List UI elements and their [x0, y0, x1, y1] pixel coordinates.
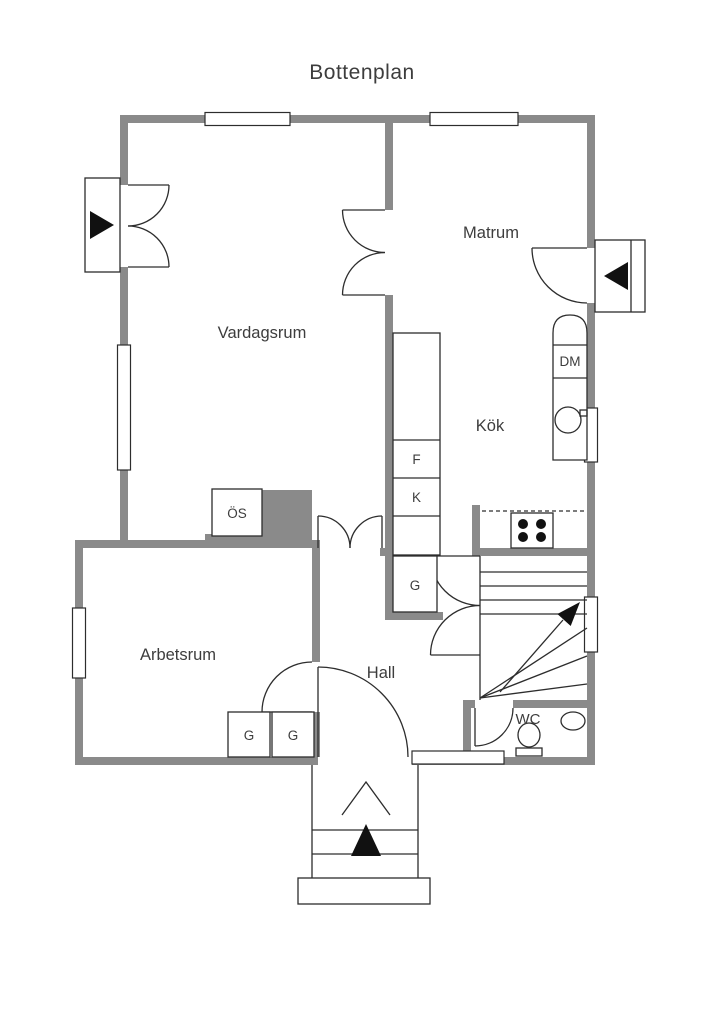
entry-porch [297, 765, 431, 905]
entry-chevron-icon [341, 780, 391, 816]
fridge-label: K [412, 490, 421, 505]
dishwasher-label: DM [560, 354, 581, 369]
opening-right-side-door [586, 248, 596, 303]
wall-vardagsrum-kok [385, 295, 393, 620]
fireplace-group: ÖS [205, 488, 312, 548]
right-entrance-arrow-icon [604, 262, 628, 290]
wall-hall-vardagsrum-right [380, 548, 393, 556]
porch-step [297, 877, 431, 905]
closet-hall-label: G [410, 578, 421, 593]
double-door-hall-vardagsrum-icon [317, 515, 383, 549]
plan-title: Bottenplan [309, 61, 414, 84]
window-left-arbetsrum [71, 607, 87, 679]
opening-left-french-door [119, 185, 129, 267]
closet-right-label: G [288, 728, 299, 743]
entry-arrow-icon [351, 824, 381, 856]
outer-walls [75, 115, 595, 765]
stairs [479, 556, 588, 700]
kitchen-counter [392, 332, 441, 556]
wall-left-main [120, 115, 128, 548]
wall-kok-bottom [472, 548, 595, 556]
right-landing [594, 239, 646, 313]
door-arbetsrum-icon [261, 661, 313, 713]
wall-wc-top-right [513, 700, 595, 708]
wall-closet-stub [385, 612, 443, 620]
freezer-label: F [412, 452, 420, 467]
double-door-stairs-icon [429, 555, 481, 656]
window-left-vardagsrum [116, 344, 132, 471]
kitchen-fixtures: F K DM G [392, 314, 588, 613]
room-label-wc: WC [516, 711, 541, 728]
window-bottom-hall [411, 750, 505, 765]
window-right-stair [583, 596, 599, 653]
closet-left-label: G [244, 728, 255, 743]
arbetsrum-closets: G G [227, 711, 315, 758]
room-label-arbetsrum: Arbetsrum [140, 646, 216, 664]
door-matrum-entrance-icon [531, 247, 588, 304]
wall-wc-left [463, 700, 471, 757]
wall-vardagsrum-matrum-upper [385, 123, 393, 210]
windows [71, 111, 599, 765]
wc-fixtures [515, 711, 586, 757]
room-label-kok: Kök [476, 417, 505, 435]
window-top-vardagsrum [204, 111, 291, 127]
toilet-icon [515, 722, 543, 757]
closet-left [227, 711, 271, 758]
room-label-matrum: Matrum [463, 224, 519, 242]
window-top-matrum [429, 111, 519, 127]
french-door-left-icon [127, 184, 170, 268]
wall-kok-stub [472, 505, 480, 556]
left-landing [84, 177, 121, 273]
wall-top [120, 115, 595, 123]
dishwasher-unit: DM [552, 314, 588, 461]
room-label-hall: Hall [367, 664, 395, 682]
closet-right [271, 711, 315, 758]
stove-icon [482, 510, 587, 549]
door-wc-icon [474, 707, 514, 747]
fireplace-label: ÖS [227, 506, 247, 521]
closet-hall: G [392, 555, 438, 613]
chimney [262, 490, 312, 548]
wall-openings [119, 185, 596, 303]
left-entrance-arrow-icon [90, 211, 114, 239]
wall-bottom-left [75, 757, 318, 765]
sink-tap-icon [579, 409, 588, 417]
inner-walls [312, 123, 595, 757]
stair-direction-arrow-icon [499, 602, 580, 693]
double-door-vardagsrum-matrum-icon [341, 209, 386, 296]
wall-arbetsrum-right [312, 548, 320, 662]
fireplace-icon [211, 488, 263, 537]
wall-arbetsrum-right-stub [312, 712, 320, 757]
door-entry-icon [317, 666, 409, 758]
room-label-vardagsrum: Vardagsrum [218, 324, 307, 342]
room-labels: Vardagsrum Matrum Kök Hall Arbetsrum WC [140, 224, 541, 728]
sink-icon [554, 406, 582, 434]
wall-arbetsrum-top [75, 540, 320, 548]
washbasin-icon [560, 711, 586, 731]
